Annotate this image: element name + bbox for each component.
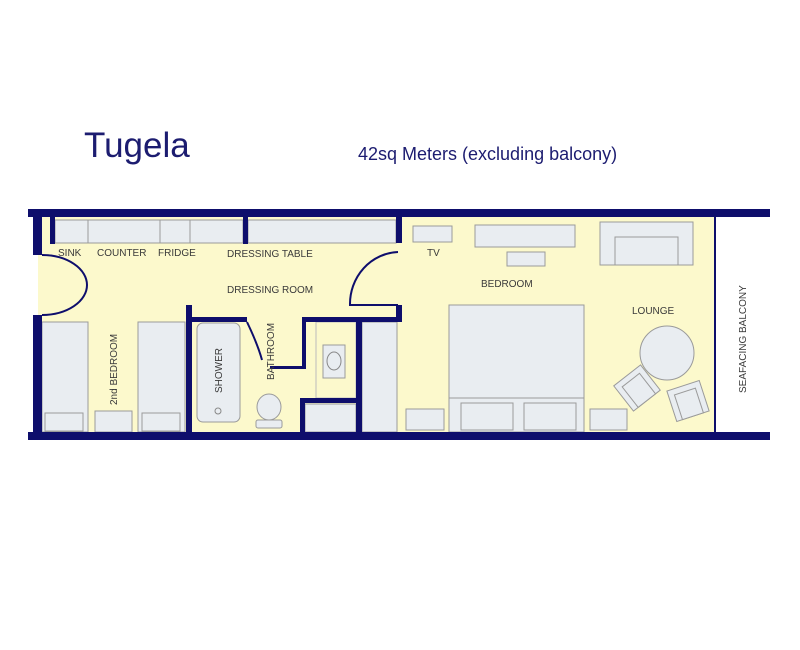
double-bed	[448, 304, 585, 433]
label-sink: SINK	[58, 248, 82, 259]
label-fridge: FRIDGE	[158, 248, 196, 259]
label-second-bedroom: 2nd BEDROOM	[109, 334, 120, 405]
label-balcony: SEAFACING BALCONY	[738, 285, 749, 393]
sofa	[599, 221, 694, 266]
drain-icon	[214, 407, 222, 415]
toilet	[255, 393, 283, 429]
nightstand	[405, 408, 445, 431]
counter-strip	[54, 219, 397, 244]
desk	[474, 224, 576, 248]
label-tv: TV	[427, 248, 440, 259]
label-dressing-table: DRESSING TABLE	[227, 249, 313, 260]
entry-door	[41, 254, 88, 316]
wardrobe	[361, 321, 398, 433]
stool	[506, 251, 546, 267]
tv	[412, 225, 453, 243]
label-lounge: LOUNGE	[632, 306, 675, 317]
round-table	[639, 325, 695, 381]
shower	[196, 322, 241, 423]
armchair	[613, 364, 661, 412]
bathroom-door	[246, 321, 263, 361]
bedroom-door	[348, 251, 399, 306]
closet	[304, 403, 357, 433]
label-counter: COUNTER	[97, 248, 146, 259]
label-shower: SHOWER	[214, 348, 225, 393]
twin-beds	[41, 321, 186, 433]
walls	[28, 209, 770, 440]
label-bathroom: BATHROOM	[266, 323, 277, 380]
basin	[322, 344, 346, 379]
armchair	[666, 379, 710, 423]
nightstand	[589, 408, 628, 431]
label-bedroom: BEDROOM	[481, 279, 533, 290]
floorplan-area: 42sq Meters (excluding balcony)	[358, 144, 618, 164]
label-dressing-room: DRESSING ROOM	[227, 285, 313, 296]
floorplan-title: Tugela	[84, 126, 190, 165]
